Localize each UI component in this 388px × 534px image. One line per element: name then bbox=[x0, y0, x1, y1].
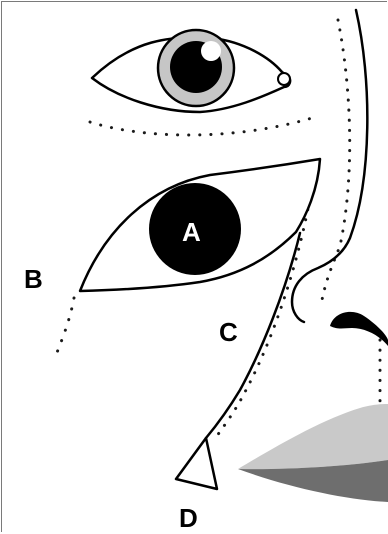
tear-duct bbox=[278, 73, 290, 85]
upper-eye-highlight bbox=[201, 41, 221, 61]
upper-lip bbox=[238, 404, 388, 469]
lower-lid-dotted-arc bbox=[90, 118, 312, 135]
triangle-d bbox=[176, 438, 217, 489]
upper-eye bbox=[92, 30, 290, 112]
label-c: C bbox=[219, 319, 238, 345]
cheek-dotted-line bbox=[54, 298, 74, 360]
label-d: D bbox=[179, 505, 198, 531]
label-b: B bbox=[24, 266, 43, 292]
label-a: A bbox=[182, 219, 201, 245]
